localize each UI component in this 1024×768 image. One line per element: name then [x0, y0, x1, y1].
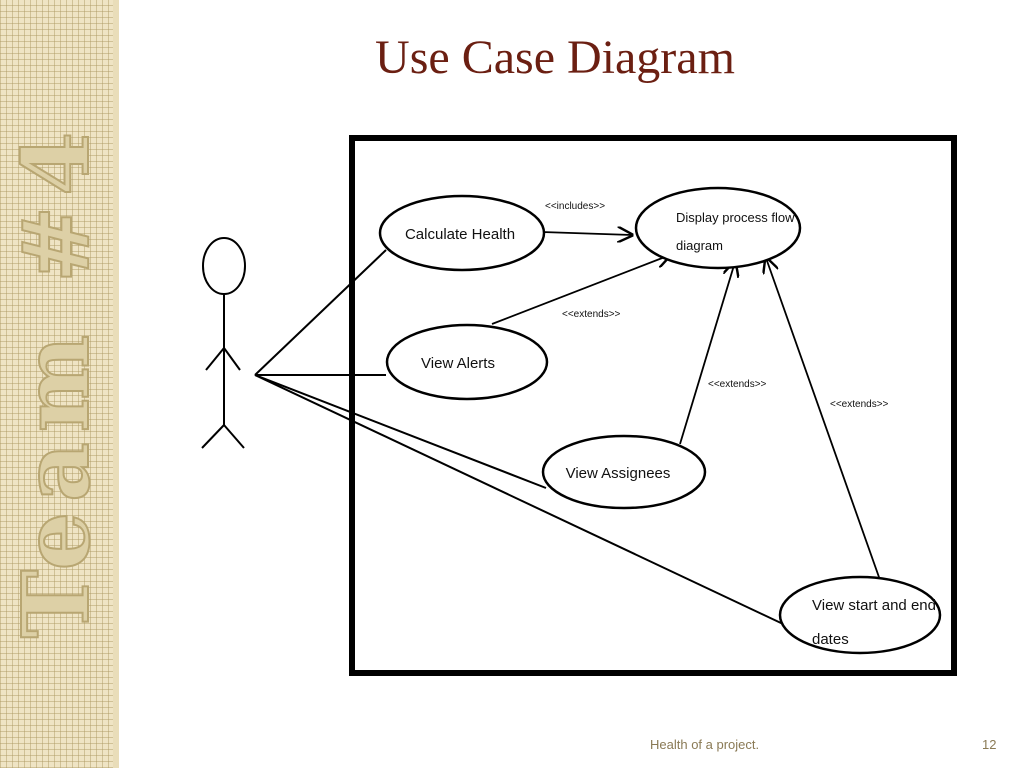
- association-calculate-health: [254, 249, 387, 376]
- association-view-dates: [254, 374, 801, 633]
- use-case-display-flow: [634, 186, 802, 270]
- label-view-alerts: View Alerts: [421, 355, 495, 372]
- slide-title: Use Case Diagram: [375, 31, 735, 84]
- association-view-assignees: [254, 374, 547, 489]
- page-number: 12: [982, 737, 997, 752]
- use-case-calculate-health: [378, 194, 546, 272]
- actor-stick-figure: [201, 237, 246, 449]
- sidebar-decoration: Team #4: [0, 0, 114, 768]
- stereotype-extends-alerts: <<extends>>: [562, 309, 621, 320]
- use-case-view-assignees: [541, 434, 707, 510]
- relationships: [491, 232, 881, 581]
- label-view-assignees: View Assignees: [566, 465, 671, 482]
- use-case-view-alerts: [385, 323, 549, 401]
- use-case-view-dates: [778, 575, 942, 655]
- extends-arrow-alerts: [491, 255, 670, 325]
- actor-associations: [254, 249, 801, 633]
- label-view-dates-1: View start and end: [812, 597, 936, 614]
- stereotype-includes: <<includes>>: [545, 201, 605, 212]
- extends-arrow-dates: [766, 258, 881, 581]
- stereotype-extends-assignees: <<extends>>: [708, 379, 767, 390]
- label-calculate-health: Calculate Health: [405, 226, 515, 243]
- footer-caption: Health of a project.: [650, 737, 760, 752]
- sidebar-edge: [113, 0, 119, 768]
- stereotype-extends-dates: <<extends>>: [830, 399, 889, 410]
- label-display-flow-2: diagram: [676, 238, 723, 253]
- extends-arrow-assignees: [679, 262, 735, 445]
- label-view-dates-2: dates: [812, 631, 849, 648]
- label-display-flow-1: Display process flow: [676, 210, 795, 225]
- includes-arrow: [541, 232, 632, 235]
